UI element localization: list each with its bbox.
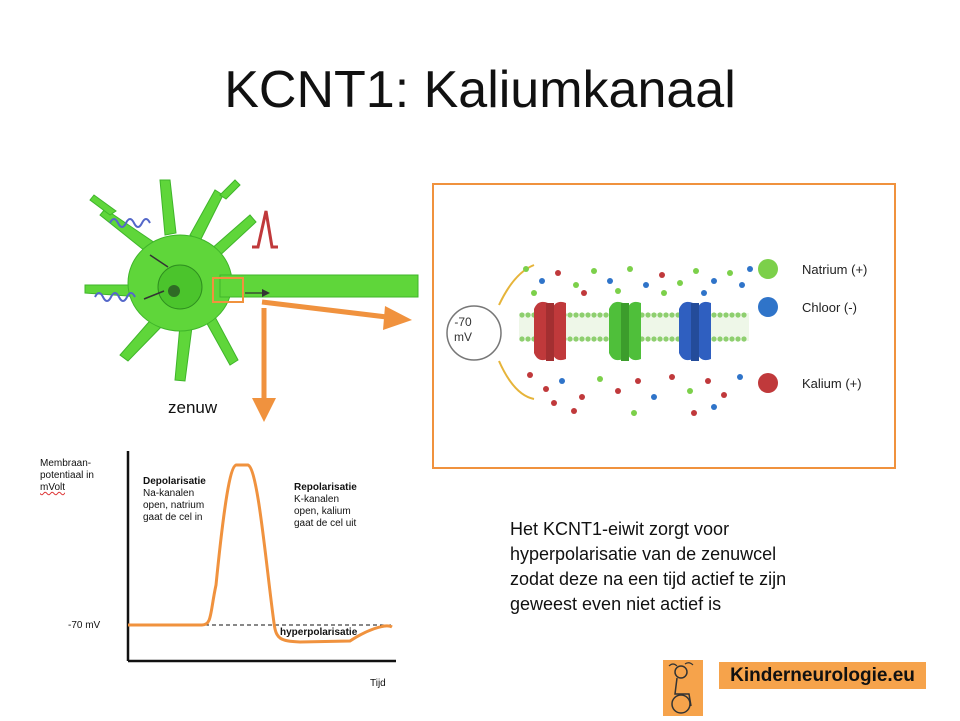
membrane-detail-panel: -70 mV Natrium (+) Chloor (-) Kalium (+) [432, 183, 896, 469]
legend-chloride: Chloor (-) [802, 300, 857, 315]
action-potential-graph [126, 451, 396, 663]
membrane-illustration [446, 259, 778, 416]
connector-arrows [252, 299, 412, 422]
description-text: Het KCNT1-eiwit zorgt voor hyperpolarisa… [510, 519, 787, 614]
hyperpolarization-label: hyperpolarisatie [280, 627, 358, 638]
neuron-label: zenuw [168, 398, 218, 417]
sodium-channel [534, 301, 566, 361]
legend-potassium: Kalium (+) [802, 376, 862, 391]
child-wheelchair-icon [668, 662, 694, 714]
legend-sodium: Natrium (+) [802, 262, 868, 277]
graph-level-label: -70 mV [68, 620, 101, 631]
logo-text[interactable]: Kinderneurologie.eu [719, 662, 926, 689]
neuron-illustration [84, 179, 419, 382]
graph-y-label: Membraan- potentiaal in mVolt [40, 458, 94, 493]
depolarization-annotation: Depolarisatie Na-kanalen open, natrium g… [143, 476, 206, 523]
repolarization-annotation: Repolarisatie K-kanalen open, kalium gaa… [294, 482, 357, 529]
graph-x-label: Tijd [370, 678, 386, 689]
voltage-label: -70 mV [454, 315, 472, 344]
page-title: KCNT1: Kaliumkanaal [224, 61, 736, 119]
logo-image [663, 660, 703, 716]
